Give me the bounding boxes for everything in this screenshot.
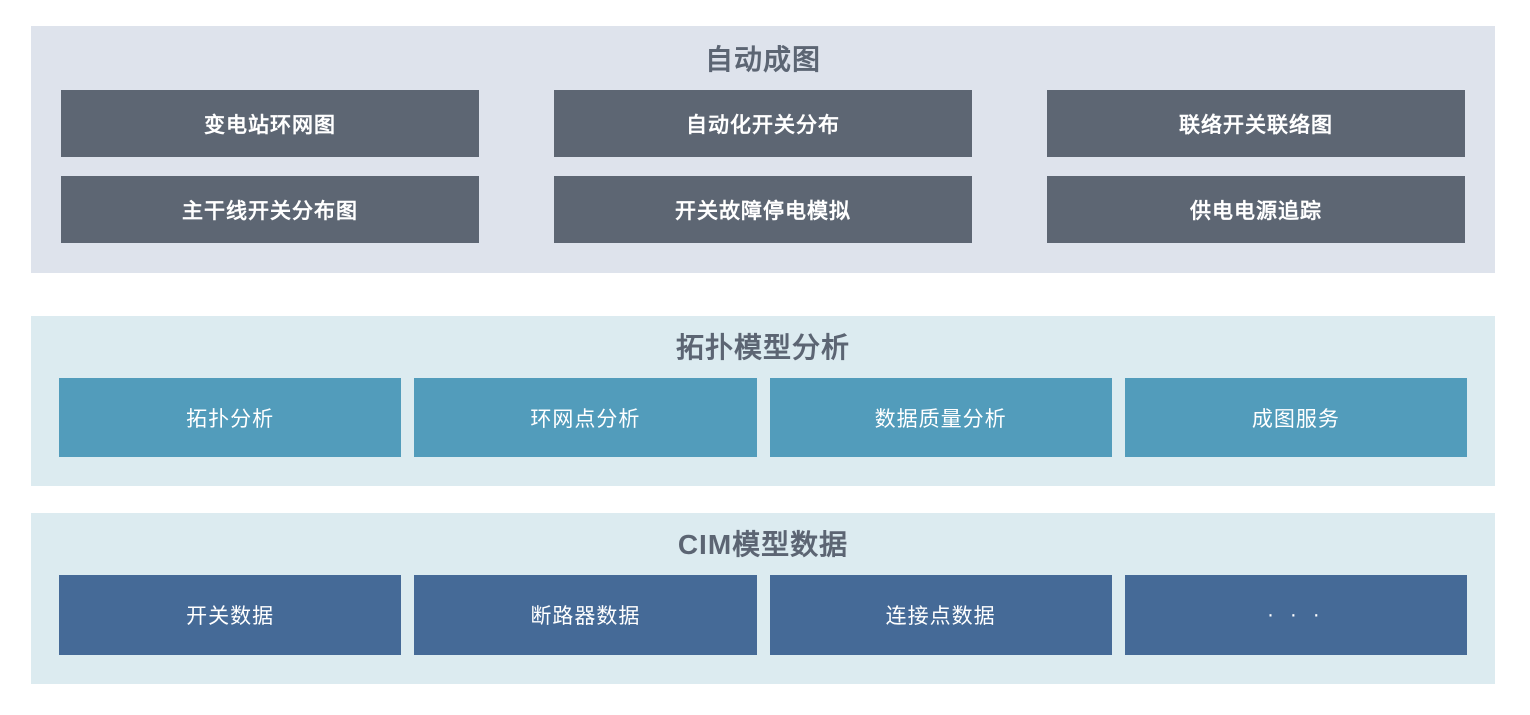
button-substation-ring-network-diagram[interactable]: 变电站环网图 (61, 90, 479, 157)
section-cim: CIM模型数据 开关数据 断路器数据 连接点数据 · · · (31, 513, 1495, 684)
button-more-data[interactable]: · · · (1124, 575, 1467, 655)
automap-row-1: 变电站环网图 自动化开关分布 联络开关联络图 (61, 90, 1465, 157)
section-title-automap: 自动成图 (704, 44, 821, 75)
button-trunk-line-switch-distribution-map[interactable]: 主干线开关分布图 (61, 176, 479, 243)
button-data-quality-analysis[interactable]: 数据质量分析 (769, 378, 1112, 457)
architecture-diagram: 自动成图 变电站环网图 自动化开关分布 联络开关联络图 主干线开关分布图 开关故… (31, 26, 1495, 684)
section-topology: 拓扑模型分析 拓扑分析 环网点分析 数据质量分析 成图服务 (31, 316, 1495, 486)
button-topology-analysis[interactable]: 拓扑分析 (59, 378, 402, 457)
section-automap: 自动成图 变电站环网图 自动化开关分布 联络开关联络图 主干线开关分布图 开关故… (31, 26, 1495, 273)
button-tie-switch-connection-diagram[interactable]: 联络开关联络图 (1047, 90, 1465, 157)
section-title-topology: 拓扑模型分析 (675, 332, 850, 363)
automap-button-grid: 变电站环网图 自动化开关分布 联络开关联络图 主干线开关分布图 开关故障停电模拟… (31, 90, 1495, 243)
button-power-supply-tracing[interactable]: 供电电源追踪 (1047, 176, 1465, 243)
button-circuit-breaker-data[interactable]: 断路器数据 (414, 575, 757, 655)
section-gap-2 (31, 486, 1495, 513)
button-ring-network-point-analysis[interactable]: 环网点分析 (414, 378, 757, 457)
section-title-cim: CIM模型数据 (677, 529, 849, 560)
button-connectivity-node-data[interactable]: 连接点数据 (769, 575, 1112, 655)
button-mapping-service[interactable]: 成图服务 (1124, 378, 1467, 457)
topology-button-row: 拓扑分析 环网点分析 数据质量分析 成图服务 (31, 378, 1495, 457)
automap-row-2: 主干线开关分布图 开关故障停电模拟 供电电源追踪 (61, 176, 1465, 243)
cim-button-row: 开关数据 断路器数据 连接点数据 · · · (31, 575, 1495, 655)
section-gap-1 (31, 273, 1495, 316)
button-automated-switch-distribution[interactable]: 自动化开关分布 (554, 90, 972, 157)
button-switch-fault-outage-simulation[interactable]: 开关故障停电模拟 (554, 176, 972, 243)
button-switch-data[interactable]: 开关数据 (59, 575, 402, 655)
